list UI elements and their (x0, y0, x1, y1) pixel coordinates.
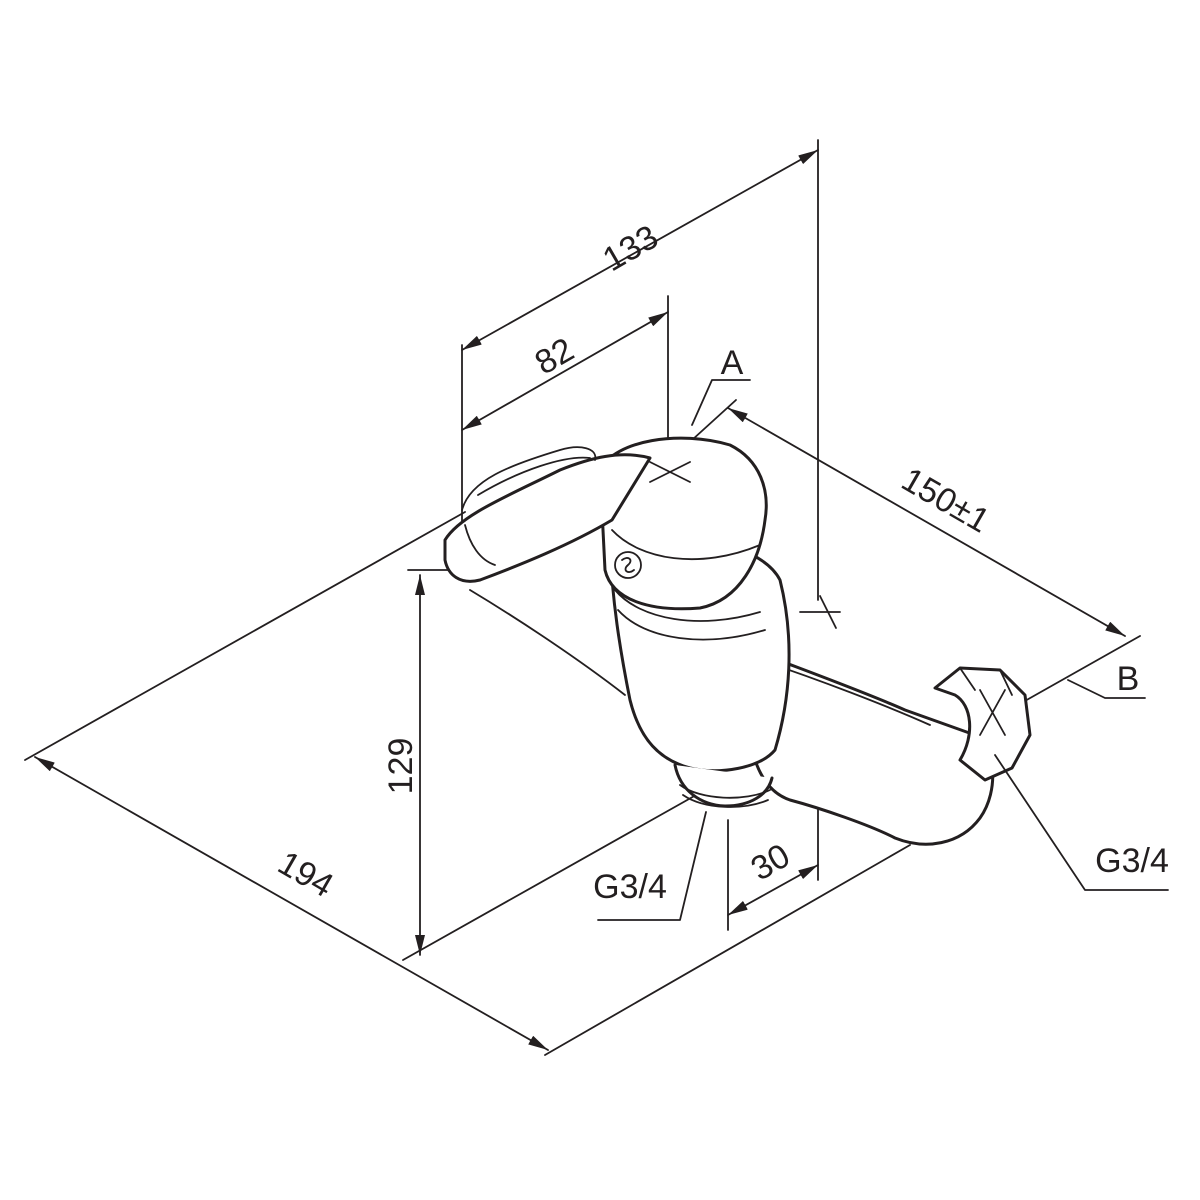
dimension-150-label: 150±1 (895, 460, 996, 540)
view-a-callout: A (691, 344, 751, 426)
thread-outlet-callout: G3/4 (593, 811, 707, 921)
outlet-arm (747, 648, 995, 846)
hex-nut (933, 666, 1032, 782)
view-a-label: A (721, 344, 744, 382)
dimension-129: 129 (382, 574, 425, 956)
dimension-194-label: 194 (271, 844, 339, 905)
dimension-30: 30 (727, 837, 819, 916)
temperature-indicator-icon (614, 551, 642, 579)
extension-lines (24, 139, 1141, 1056)
thread-inlet-label: G3/4 (1095, 842, 1169, 880)
thread-inlet-callout: G3/4 (994, 754, 1169, 891)
view-b-callout: B (1067, 660, 1146, 699)
view-b-label: B (1117, 660, 1140, 698)
faucet-body (443, 436, 1032, 846)
thread-outlet-label: G3/4 (593, 868, 667, 906)
dimension-133-label: 133 (596, 218, 664, 279)
dimension-194: 194 (34, 756, 549, 1051)
lever-handle (443, 453, 652, 583)
dimension-129-label: 129 (382, 738, 420, 795)
dimension-133: 133 (461, 149, 819, 351)
dimension-82-label: 82 (529, 331, 581, 383)
dimension-82: 82 (461, 311, 669, 431)
dimension-150: 150±1 (727, 407, 1126, 637)
